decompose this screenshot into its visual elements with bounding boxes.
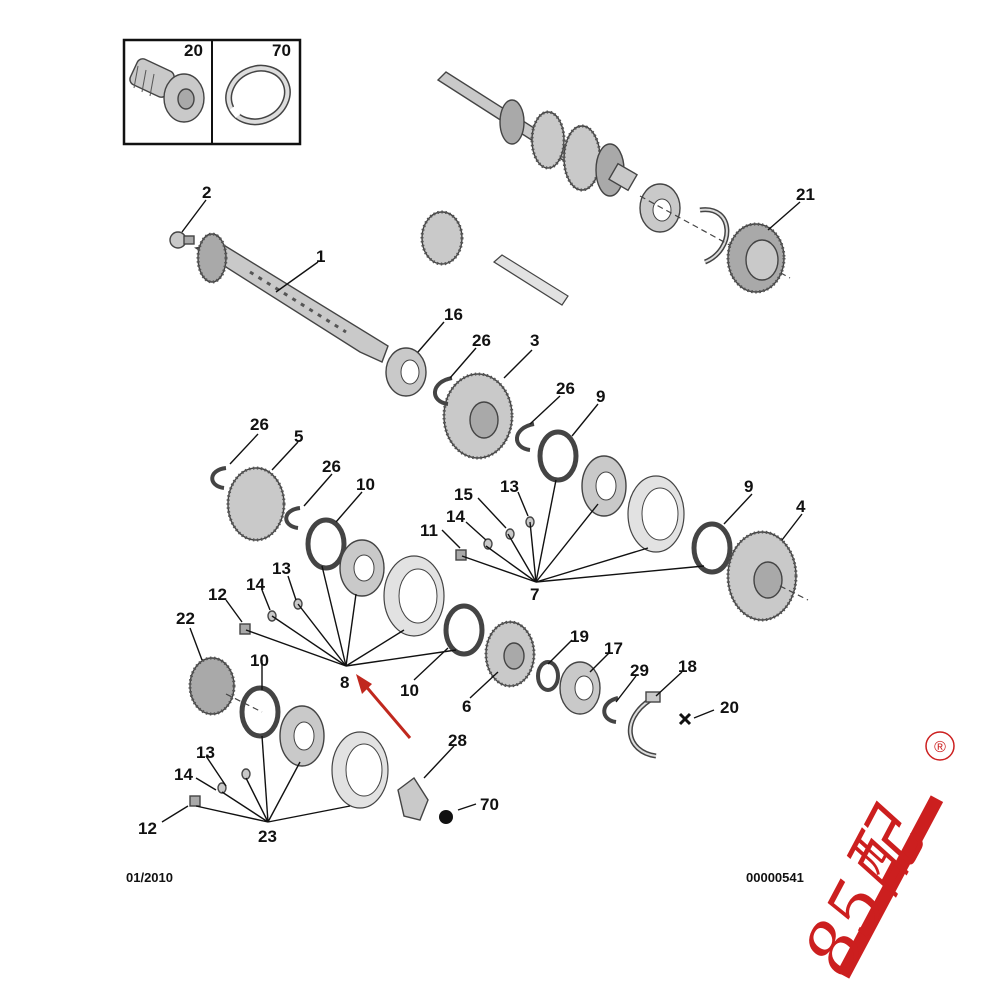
callout-20: 20	[720, 698, 739, 717]
callout-14-a: 14	[446, 507, 465, 526]
callout-21: 21	[796, 185, 815, 204]
secondary-shaft-assembly	[436, 71, 730, 265]
callout-17: 17	[604, 639, 623, 658]
watermark-logo: ® 85配	[787, 731, 955, 988]
callout-1: 1	[316, 247, 325, 266]
bearing-16	[385, 347, 427, 397]
callout-26-c: 26	[250, 415, 269, 434]
screw-20-marker	[678, 712, 692, 726]
gear-21	[726, 222, 786, 294]
callout-2: 2	[202, 183, 211, 202]
input-shaft-1	[194, 232, 389, 363]
ring-icon	[225, 64, 291, 126]
callout-26-a: 26	[472, 331, 491, 350]
callout-labels: 2 1 16 26 3 26 9 21 26 5 26 10 15 13 14 …	[138, 183, 815, 846]
callout-26-b: 26	[556, 379, 575, 398]
callout-29: 29	[630, 661, 649, 680]
watermark-registered-mark: ®	[934, 739, 946, 756]
callout-13-a: 13	[500, 477, 519, 496]
circlip-29	[602, 696, 619, 724]
callout-18: 18	[678, 657, 697, 676]
callout-10-c: 10	[400, 681, 419, 700]
gear-3	[442, 372, 514, 460]
synchro-hub-7	[581, 455, 685, 553]
callout-7: 7	[530, 585, 539, 604]
plate-28	[397, 776, 429, 821]
callout-70: 70	[480, 795, 499, 814]
callout-8: 8	[340, 673, 349, 692]
gear-4	[726, 530, 798, 622]
callout-13-b: 13	[272, 559, 291, 578]
gear-5	[210, 466, 301, 542]
legend-number-20: 20	[184, 41, 203, 60]
callout-26-d: 26	[322, 457, 341, 476]
circlip-26-upper	[433, 376, 535, 452]
callout-11: 11	[420, 521, 438, 540]
legend-box: 20 70	[122, 38, 302, 146]
callout-12-a: 12	[208, 585, 227, 604]
detent-parts	[189, 516, 535, 807]
callout-5: 5	[294, 427, 303, 446]
ring-70-marker	[439, 810, 453, 824]
synchro-ring-9	[537, 429, 733, 575]
footer-reference: 00000541	[746, 870, 804, 885]
bearing-17	[559, 661, 601, 715]
callout-23: 23	[258, 827, 277, 846]
leader-lines	[161, 199, 803, 823]
callout-19: 19	[570, 627, 589, 646]
synchro-ring-10	[239, 517, 485, 739]
callout-4: 4	[796, 497, 806, 516]
callout-6: 6	[462, 697, 471, 716]
callout-14-b: 14	[246, 575, 265, 594]
pinion-with-pin	[420, 210, 569, 306]
footer-date: 01/2010	[126, 870, 173, 885]
bolt-2	[169, 231, 195, 249]
callout-10-b: 10	[250, 651, 269, 670]
highlight-arrow	[356, 674, 412, 739]
callout-28: 28	[448, 731, 467, 750]
washer-19	[536, 660, 560, 692]
gear-22	[188, 656, 236, 716]
callout-22: 22	[176, 609, 195, 628]
callout-9-a: 9	[596, 387, 605, 406]
callout-16: 16	[444, 305, 463, 324]
callout-9-b: 9	[744, 477, 753, 496]
callout-10-a: 10	[356, 475, 375, 494]
synchro-hub-23	[279, 705, 389, 809]
callout-13-c: 13	[196, 743, 215, 762]
callout-15: 15	[454, 485, 473, 504]
synchro-hub-8	[339, 539, 445, 637]
screw-icon	[129, 58, 205, 123]
legend-number-70: 70	[272, 41, 291, 60]
bracket-18	[628, 691, 661, 759]
callout-12-b: 12	[138, 819, 157, 838]
callout-3: 3	[530, 331, 539, 350]
gear-6	[484, 620, 536, 688]
callout-14-c: 14	[174, 765, 193, 784]
